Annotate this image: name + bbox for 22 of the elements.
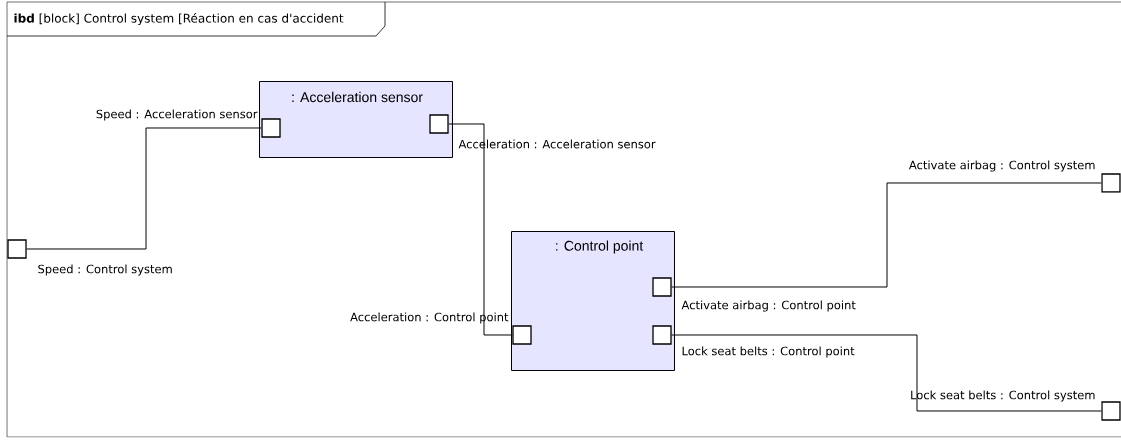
port-square [261,118,281,138]
port-label: Activate airbag : Control system [909,160,1095,172]
port-square [1101,173,1121,193]
connector [26,127,262,250]
port-label: Lock seat belts : Control point [682,346,855,358]
connector [448,123,513,336]
block-box: : Acceleration sensor [259,81,453,158]
port-square [652,277,672,297]
port-square [652,325,672,345]
port-label: Activate airbag : Control point [681,300,856,312]
port-label: Acceleration : Control point [350,312,509,324]
connector [671,334,1102,412]
port-square [1101,401,1121,421]
port-label: Lock seat belts : Control system [911,390,1095,402]
port-label: Acceleration : Acceleration sensor [458,139,656,149]
port-label: Speed : Acceleration sensor [96,109,258,121]
port-square [429,114,449,134]
port-square [7,239,27,259]
block-box: : Control point [511,231,675,371]
connector [671,182,1102,288]
port-square [512,325,532,345]
port-label: Speed : Control system [38,264,172,276]
